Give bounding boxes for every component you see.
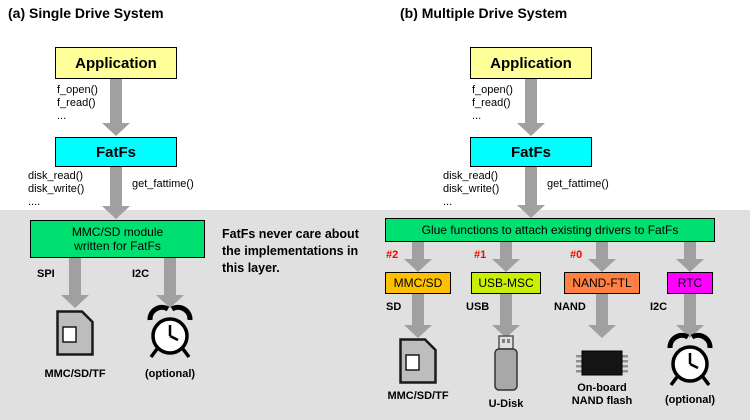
slot-number-2: #2 (386, 249, 399, 261)
layer-note: FatFs never care about the implementatio… (222, 226, 382, 277)
fatfs-box-single: FatFs (55, 137, 177, 167)
get-fattime-label-multiple: get_fattime() (547, 178, 609, 190)
mmcsd-module-line2: written for FatFs (74, 239, 161, 253)
fatfs-label-single: FatFs (95, 143, 136, 161)
layer-note-line2: the implementations in (222, 244, 359, 258)
device-label-nand: On-board NAND flash (557, 382, 647, 408)
fatfs-box-multiple: FatFs (470, 137, 592, 167)
glue-functions-label: Glue functions to attach existing driver… (421, 223, 679, 237)
arrow-i2c-to-clock (156, 258, 184, 308)
usb-stick-icon (494, 335, 518, 391)
fatfs-label-multiple: FatFs (510, 143, 551, 161)
driver-box-mmcsd: MMC/SD (385, 272, 451, 294)
arrow-glue-to-rtc (676, 242, 704, 272)
device-label-nand-line2: NAND flash (571, 395, 633, 407)
sd-card-icon (56, 310, 94, 356)
disk-call: ... (443, 196, 453, 208)
api-call: f_read() (472, 97, 511, 109)
arrow-spi-to-card (61, 258, 89, 308)
application-box-single: Application (55, 47, 177, 79)
device-label-card-multiple: MMC/SD/TF (387, 390, 449, 402)
i2c-bus-label: I2C (132, 268, 150, 280)
disk-call: disk_read() (443, 170, 499, 182)
api-call: f_open() (57, 84, 98, 96)
usb-bus-label: USB (466, 301, 490, 313)
slot-number-1: #1 (474, 249, 487, 261)
device-label-optional-multiple: (optional) (664, 394, 716, 406)
application-label-multiple: Application (490, 54, 572, 72)
disk-call: disk_write() (443, 183, 500, 195)
slot-number-0: #0 (570, 249, 583, 261)
driver-box-rtc: RTC (667, 272, 713, 294)
arrow-mmcsd-to-card (404, 294, 432, 338)
disk-call: disk_write() (28, 183, 85, 195)
sd-card-icon (399, 338, 437, 384)
single-drive-title: (a) Single Drive System (8, 5, 164, 21)
arrow-usbmsc-to-udisk (492, 294, 520, 338)
device-label-nand-line1: On-board (577, 382, 627, 394)
disk-call: .... (28, 196, 41, 208)
application-label-single: Application (75, 54, 157, 72)
multiple-drive-title: (b) Multiple Drive System (400, 5, 568, 21)
alarm-clock-icon (667, 332, 713, 387)
nand-bus-label: NAND (554, 301, 586, 313)
layer-note-line3: this layer. (222, 261, 280, 275)
arrow-fatfs-to-glue (517, 167, 545, 218)
spi-bus-label: SPI (37, 268, 55, 280)
arrow-glue-to-usbmsc (492, 242, 520, 272)
nand-chip-icon (576, 350, 628, 376)
arrow-nandftl-to-nand (588, 294, 616, 338)
arrow-fatfs-to-module-single (102, 167, 130, 219)
arrow-app-to-fatfs-multiple (517, 79, 545, 136)
driver-label-rtc: RTC (677, 276, 703, 290)
application-box-multiple: Application (470, 47, 592, 79)
mmcsd-module-box: MMC/SD module written for FatFs (30, 220, 205, 258)
i2c-bus-label-multiple: I2C (650, 301, 668, 313)
api-call: f_read() (57, 97, 96, 109)
api-call: f_open() (472, 84, 513, 96)
driver-label-usbmsc: USB-MSC (478, 276, 534, 290)
alarm-clock-icon (147, 304, 193, 359)
device-label-optional-single: (optional) (144, 368, 196, 380)
get-fattime-label-single: get_fattime() (132, 178, 194, 190)
glue-functions-box: Glue functions to attach existing driver… (385, 218, 715, 242)
layer-note-line1: FatFs never care about (222, 227, 359, 241)
driver-box-nandftl: NAND-FTL (564, 272, 640, 294)
sd-bus-label: SD (386, 301, 402, 313)
driver-label-nandftl: NAND-FTL (572, 276, 632, 290)
mmcsd-module-line1: MMC/SD module (71, 225, 164, 239)
api-call: ... (472, 110, 482, 122)
arrow-app-to-fatfs-single (102, 79, 130, 136)
device-label-udisk: U-Disk (488, 398, 524, 410)
driver-box-usbmsc: USB-MSC (471, 272, 541, 294)
device-label-card-single: MMC/SD/TF (44, 368, 106, 380)
arrow-glue-to-nandftl (588, 242, 616, 272)
arrow-glue-to-mmcsd (404, 242, 432, 272)
api-call: ... (57, 110, 67, 122)
disk-call: disk_read() (28, 170, 84, 182)
driver-label-mmcsd: MMC/SD (393, 276, 443, 290)
